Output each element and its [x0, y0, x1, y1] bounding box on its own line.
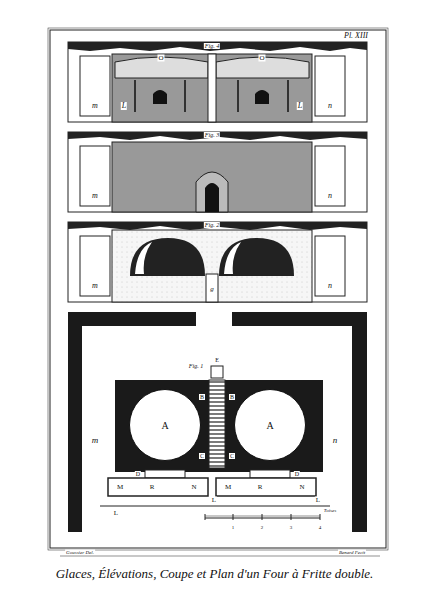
callout-label: Goussier Del. [65, 550, 95, 555]
callout-label: 2 [260, 525, 265, 530]
callout-label: n [327, 282, 333, 290]
callout-label: m [91, 436, 100, 445]
part-letter: A [266, 420, 273, 431]
plate-caption: Glaces, Élévations, Coupe et Plan d'un F… [0, 566, 429, 582]
callout-label: Fig. 3 [204, 132, 220, 138]
callout-label: Pl. XIII [343, 32, 369, 40]
callout-label: L [297, 102, 303, 110]
callout-label: R [149, 484, 156, 491]
section-fig2 [68, 222, 367, 302]
callout-label: m [91, 102, 99, 110]
callout-label: Fig. 1 [188, 363, 204, 369]
callout-label: B [229, 394, 235, 400]
callout-label: B [199, 394, 205, 400]
callout-label: E [214, 357, 220, 363]
callout-label: C [199, 453, 205, 459]
callout-label: O [157, 55, 164, 62]
callout-label: 3 [289, 525, 294, 530]
callout-label: n [327, 102, 333, 110]
callout-label: 4 [318, 525, 323, 530]
furnace-circle: A [234, 389, 306, 461]
plan-fig1 [68, 312, 367, 532]
callout-label: M [116, 484, 124, 491]
callout-label: Fig. 2 [204, 222, 220, 228]
callout-label: n [332, 436, 339, 445]
callout-label: Fig. 4 [204, 43, 220, 49]
callout-label: N [298, 484, 305, 491]
callout-label: L [121, 102, 127, 110]
furnace-circle: A [129, 389, 201, 461]
callout-label: m [91, 192, 99, 200]
callout-label: L [315, 497, 321, 504]
callout-label: Benard Fecit [338, 550, 366, 555]
callout-label: D [294, 471, 300, 477]
callout-label: 1 [231, 525, 236, 530]
callout-label: Toises [323, 508, 337, 513]
elevation-fig3 [68, 132, 367, 212]
callout-label: C [229, 453, 235, 459]
callout-label: O [258, 55, 265, 62]
elevation-fig4 [68, 42, 367, 122]
callout-label: M [224, 484, 232, 491]
callout-label: g [209, 286, 215, 293]
callout-label: D [135, 471, 141, 477]
callout-label: n [327, 192, 333, 200]
callout-label: N [190, 484, 197, 491]
part-letter: A [161, 420, 168, 431]
callout-label: L [211, 497, 217, 504]
callout-label: m [91, 282, 99, 290]
callout-label: R [257, 484, 264, 491]
callout-label: L [113, 510, 119, 517]
